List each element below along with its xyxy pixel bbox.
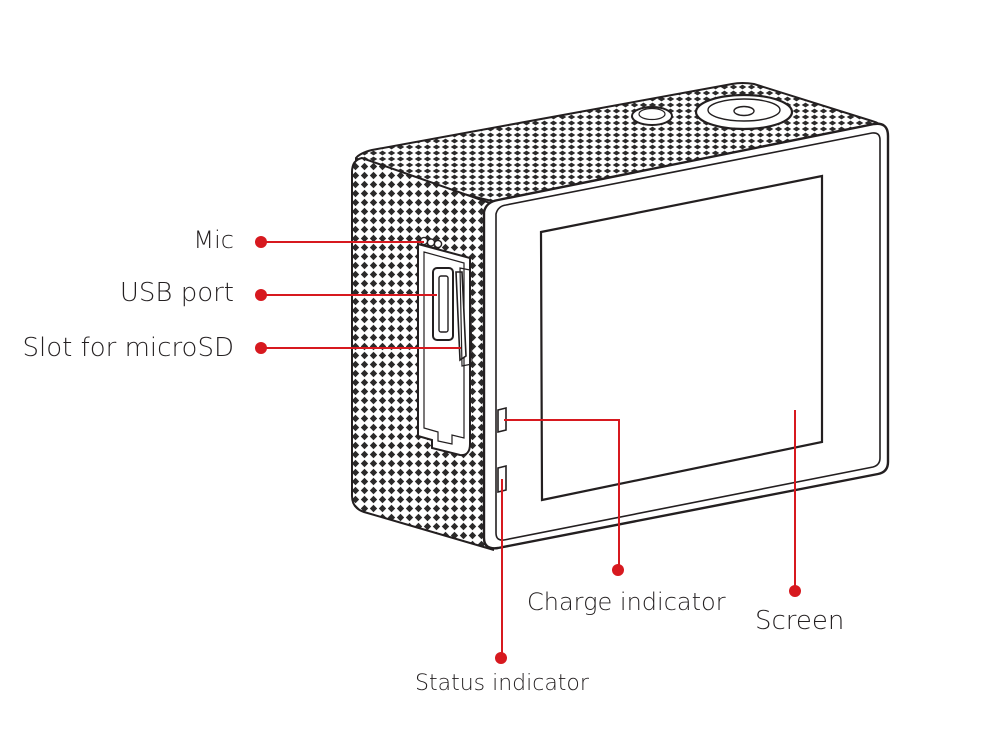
charge-indicator-label: Charge indicator	[527, 588, 726, 616]
mic-dot	[255, 236, 267, 248]
callouts	[261, 241, 796, 658]
usb-port-label: USB port	[119, 278, 234, 308]
screen-label: Screen	[755, 606, 845, 636]
microsd-slot-shape	[455, 267, 473, 367]
screen-dot	[789, 585, 801, 597]
top-buttons	[631, 93, 794, 131]
side-port-panel	[417, 236, 473, 457]
charge-indicator-leader-line	[504, 419, 620, 569]
callout-dots	[255, 236, 801, 664]
microsd-slot-label: Slot for microSD	[22, 333, 234, 363]
charge-indicator-window	[497, 406, 507, 434]
usb-port-dot	[255, 289, 267, 301]
shutter-button	[631, 106, 673, 126]
usb-port-shape	[432, 267, 454, 341]
mic-label: Mic	[193, 226, 234, 254]
microsd-dot	[255, 342, 267, 354]
status-indicator-label: Status indicator	[415, 671, 589, 696]
screen-shape	[539, 174, 824, 502]
status-indicator-dot	[495, 652, 507, 664]
charge-indicator-dot	[612, 564, 624, 576]
